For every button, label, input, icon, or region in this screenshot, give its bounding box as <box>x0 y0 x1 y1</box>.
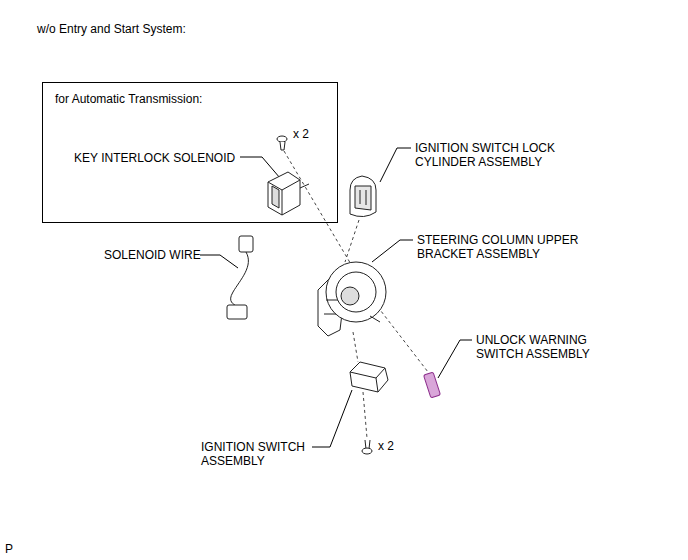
bracket-detail <box>324 300 380 322</box>
cylinder-face <box>355 186 371 210</box>
lock-cylinder <box>350 176 376 217</box>
solenoid-body <box>268 172 300 215</box>
assembly-line <box>345 220 359 262</box>
switch-body <box>350 362 388 392</box>
solenoid-face <box>272 186 279 208</box>
leader-line <box>372 240 413 262</box>
screw-head <box>362 448 372 454</box>
wire-connector <box>239 236 253 252</box>
switch-body <box>424 372 441 398</box>
leader-line <box>240 157 280 178</box>
leader-lines <box>200 148 472 447</box>
bracket-bore <box>341 287 359 305</box>
solenoid-wire <box>227 236 253 319</box>
leader-line <box>312 390 352 447</box>
screw-top <box>277 136 287 150</box>
part-label: IGNITION SWITCH LOCK CYLINDER ASSEMBLY <box>415 141 575 169</box>
assembly-line <box>353 332 358 362</box>
section-title: w/o Entry and Start System: <box>37 22 186 36</box>
wire-connector <box>227 305 247 319</box>
bracket-ring <box>336 272 376 312</box>
assembly-line <box>374 302 428 372</box>
part-label: IGNITION SWITCH ASSEMBLY <box>201 440 326 468</box>
cylinder-slot <box>360 190 366 205</box>
box-heading: for Automatic Transmission: <box>43 92 337 106</box>
wire <box>231 252 249 306</box>
bracket-housing <box>326 262 386 322</box>
solenoid-plunger <box>300 184 309 188</box>
leader-line <box>380 148 411 182</box>
leader-line <box>200 255 238 268</box>
quantity-label: x 2 <box>293 127 309 141</box>
solenoid-edge <box>268 180 300 215</box>
assembly-line <box>363 392 367 438</box>
part-label: SOLENOID WIRE <box>104 248 201 262</box>
part-label: UNLOCK WARNING SWITCH ASSEMBLY <box>476 333 606 361</box>
key-interlock-solenoid <box>268 172 309 215</box>
cylinder-body <box>350 176 376 217</box>
leader-line <box>438 340 472 378</box>
screw-shank <box>280 142 285 150</box>
part-label: STEERING COLUMN UPPER BRACKET ASSEMBLY <box>417 233 597 261</box>
page-mark: P <box>5 542 13 556</box>
unlock-warning-switch <box>424 372 441 398</box>
part-label: KEY INTERLOCK SOLENOID <box>74 151 235 165</box>
switch-edge <box>350 368 385 392</box>
assembly-lines <box>284 151 428 438</box>
screw-bottom <box>362 440 372 454</box>
ignition-switch <box>350 362 388 392</box>
screw-head <box>277 136 287 142</box>
upper-bracket <box>318 262 386 336</box>
quantity-label: x 2 <box>378 439 394 453</box>
